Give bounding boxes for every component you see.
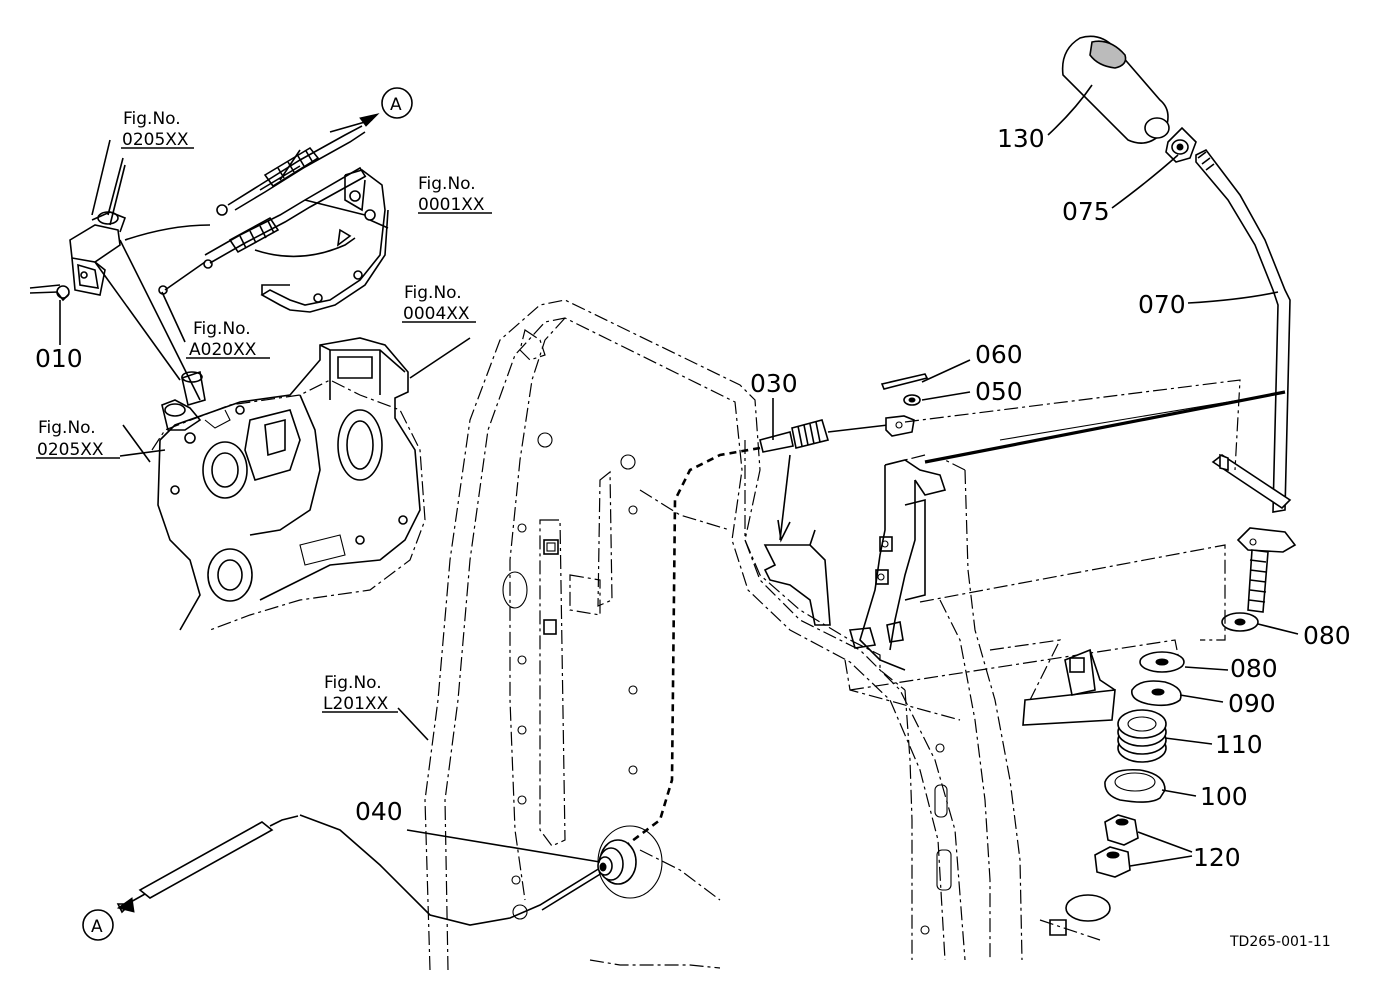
part-label-110: 110 (1215, 730, 1263, 759)
lower-bracket (1022, 648, 1116, 726)
part-label-040: 040 (355, 797, 403, 826)
transmission-housing (151, 337, 426, 631)
connector-a-bottom-label: A (91, 917, 103, 937)
part-number-labels: 130 075 070 060 050 030 080 080 090 110 … (35, 124, 1351, 872)
part-label-090: 090 (1228, 689, 1276, 718)
connector-a-top-label: A (390, 95, 402, 115)
part-label-030: 030 (750, 369, 798, 398)
fig-ref-number-l201: L201XX (323, 694, 389, 714)
fig-ref-caption-0001: Fig.No. (418, 174, 476, 194)
connector-a-top: A (381, 87, 413, 119)
mounting-bracket (260, 169, 389, 313)
frame-panel (424, 299, 966, 971)
fig-ref-caption-0205-upper: Fig.No. (123, 109, 181, 129)
fig-ref-caption-0004: Fig.No. (404, 283, 462, 303)
part-label-010: 010 (35, 344, 83, 373)
control-bracket (763, 459, 947, 671)
fig-ref-number-0004: 0004XX (403, 304, 470, 324)
frame-side (744, 440, 1111, 961)
fig-ref-number-0205-lower: 0205XX (37, 440, 104, 460)
fig-ref-caption-a020: Fig.No. (193, 319, 251, 339)
drawing-code: TD265-001-11 (1229, 934, 1331, 950)
fig-ref-number-0205-upper: 0205XX (122, 130, 189, 150)
figure-references: Fig.No. 0205XX Fig.No. 0001XX Fig.No. 00… (37, 109, 485, 714)
fig-ref-number-a020: A020XX (189, 340, 257, 360)
connector-a-bottom: A (82, 909, 114, 941)
part-label-060: 060 (975, 340, 1023, 369)
shift-lever (1061, 35, 1297, 632)
part-label-080-lower: 080 (1230, 654, 1278, 683)
fig-ref-caption-l201: Fig.No. (324, 673, 382, 693)
fig-ref-underlines (36, 147, 492, 713)
pin-and-washer (880, 373, 929, 406)
part-label-080-upper: 080 (1303, 621, 1351, 650)
link-rod (924, 390, 1286, 464)
cable-grommet (597, 825, 663, 899)
part-label-120: 120 (1193, 843, 1241, 872)
cable-assembly-upper (124, 125, 367, 295)
part-label-130: 130 (997, 124, 1045, 153)
part-label-100: 100 (1200, 782, 1248, 811)
part-label-075: 075 (1062, 197, 1110, 226)
part-label-050: 050 (975, 377, 1023, 406)
leader-lines (59, 84, 1299, 913)
fig-ref-number-0001: 0001XX (418, 195, 485, 215)
fig-ref-caption-0205-lower: Fig.No. (38, 418, 96, 438)
part-label-070: 070 (1138, 290, 1186, 319)
spring-stack (1094, 651, 1185, 878)
governor-lever (29, 139, 201, 401)
